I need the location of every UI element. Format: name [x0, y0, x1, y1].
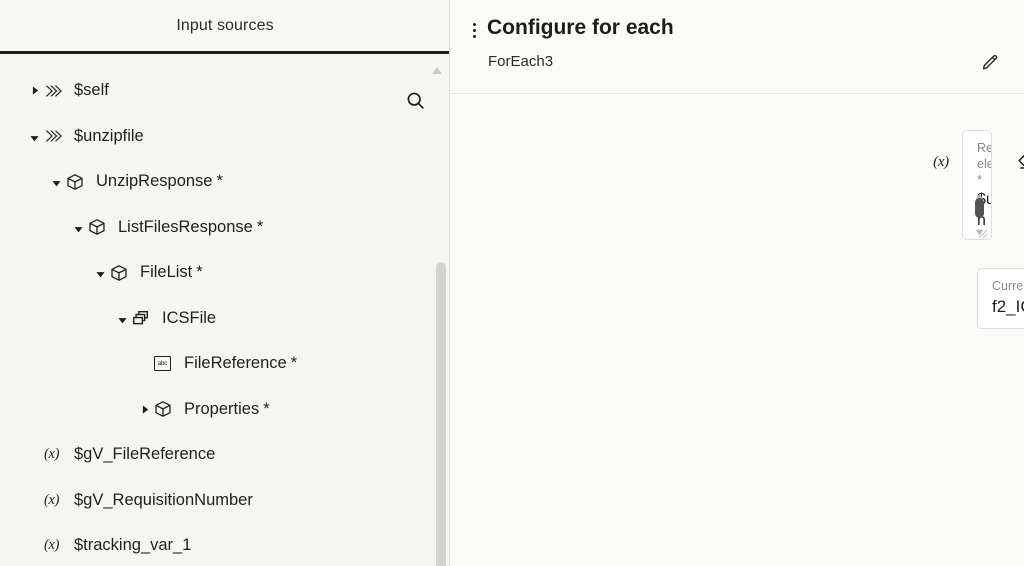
variable-icon: (x) — [44, 491, 60, 508]
scroll-down-arrow-icon[interactable] — [975, 223, 984, 236]
resize-handle[interactable] — [978, 226, 988, 239]
chevron-down-icon[interactable] — [90, 266, 110, 279]
source-chevrons-icon — [44, 127, 70, 145]
input-sources-tab[interactable]: Input sources — [0, 0, 450, 54]
tree-scrollbar-thumb[interactable] — [436, 262, 446, 566]
page-title: Configure for each — [487, 16, 674, 39]
required-marker: * — [263, 399, 270, 418]
chevron-right-icon[interactable] — [24, 84, 44, 97]
search-icon[interactable] — [402, 87, 428, 113]
tree-item-gv_requisitionnumber[interactable]: (x) $gV_RequisitionNumber — [0, 478, 450, 524]
required-marker: * — [216, 172, 223, 191]
tree-item-label: FileList — [140, 263, 193, 282]
input-sources-title: Input sources — [176, 16, 274, 34]
repeating-element-row: (x) Repeating element * $unzipfile/ns20:… — [920, 130, 1024, 240]
triangle-up-icon[interactable] — [431, 62, 443, 74]
cube-icon — [88, 218, 114, 236]
required-marker: * — [290, 354, 298, 373]
tree-item-filelist[interactable]: FileList* — [0, 250, 450, 296]
activity-name: ForEach3 — [488, 53, 554, 70]
cube-icon — [154, 400, 180, 418]
variable-icon: (x) — [44, 446, 60, 463]
configure-panel-body: (x) Repeating element * $unzipfile/ns20:… — [450, 94, 1024, 566]
tree-item-label: UnzipResponse — [96, 172, 213, 191]
required-marker: * — [256, 217, 264, 236]
tree-item-label: ICSFile — [162, 308, 217, 327]
chevron-down-icon[interactable] — [46, 175, 66, 188]
tree-item-gv_filereference[interactable]: (x) $gV_FileReference — [0, 432, 450, 478]
chevron-down-icon[interactable] — [112, 312, 132, 325]
required-marker: * — [196, 263, 203, 282]
tree-item-unzipresponse[interactable]: UnzipResponse* — [0, 159, 450, 205]
eraser-icon[interactable] — [1014, 148, 1024, 174]
chevron-right-icon[interactable] — [134, 403, 154, 416]
cube-icon — [110, 264, 136, 282]
scroll-up-arrow-icon[interactable] — [975, 187, 984, 200]
kebab-menu-icon[interactable] — [464, 16, 484, 42]
tree-item-tracking_var_1[interactable]: (x) $tracking_var_1 — [0, 523, 450, 566]
configure-panel-header: Configure for each ForEach3 — [450, 0, 1024, 94]
chevron-down-icon[interactable] — [24, 130, 44, 143]
tree-item-label: ListFilesResponse — [118, 217, 253, 236]
repeating-element-textarea[interactable]: Repeating element * $unzipfile/ns20:Unzi… — [962, 130, 992, 240]
tree-row-clipped — [0, 54, 450, 68]
tree-scrollbar[interactable] — [435, 114, 446, 566]
tree-item-listfilesresponse[interactable]: ListFilesResponse* — [0, 205, 450, 251]
panel-divider — [449, 0, 450, 566]
tree-item-label: $unzipfile — [74, 126, 144, 145]
tree-item-self[interactable]: $self — [0, 68, 450, 114]
configure-panel: Configure for each ForEach3 (x) Repeatin… — [450, 0, 1024, 566]
tree-item-label: Properties — [184, 399, 260, 418]
current-element-name-label: Current element name * — [992, 279, 1024, 293]
tree-item-unzipfile[interactable]: $unzipfile — [0, 114, 450, 160]
string-abc-icon: abc — [154, 356, 180, 372]
cube-icon — [66, 173, 92, 191]
variable-marker-icon: (x) — [933, 153, 949, 170]
tree-item-label: $gV_RequisitionNumber — [74, 490, 253, 509]
tree-item-properties[interactable]: Properties* — [0, 387, 450, 433]
tree-item-label: FileReference — [184, 354, 287, 373]
source-chevrons-icon — [44, 82, 70, 100]
repeating-element-scrollbar[interactable] — [975, 157, 987, 236]
current-element-name-input[interactable]: Current element name * f2_ICSFile — [977, 268, 1024, 329]
chevron-down-icon[interactable] — [68, 221, 88, 234]
current-element-name-row: Current element name * f2_ICSFile — [977, 268, 1024, 329]
tree-item-label: $tracking_var_1 — [74, 536, 192, 555]
variable-icon: (x) — [44, 537, 60, 554]
tree-item-icsfile[interactable]: ICSFile — [0, 296, 450, 342]
tree-item-label: $gV_FileReference — [74, 445, 216, 464]
repeating-element-icon — [132, 309, 158, 327]
current-element-name-value: f2_ICSFile — [992, 297, 1024, 316]
tree-item-label: $self — [74, 81, 109, 100]
repeating-element-scrollbar-thumb[interactable] — [975, 198, 984, 218]
pencil-icon[interactable] — [978, 50, 1002, 74]
